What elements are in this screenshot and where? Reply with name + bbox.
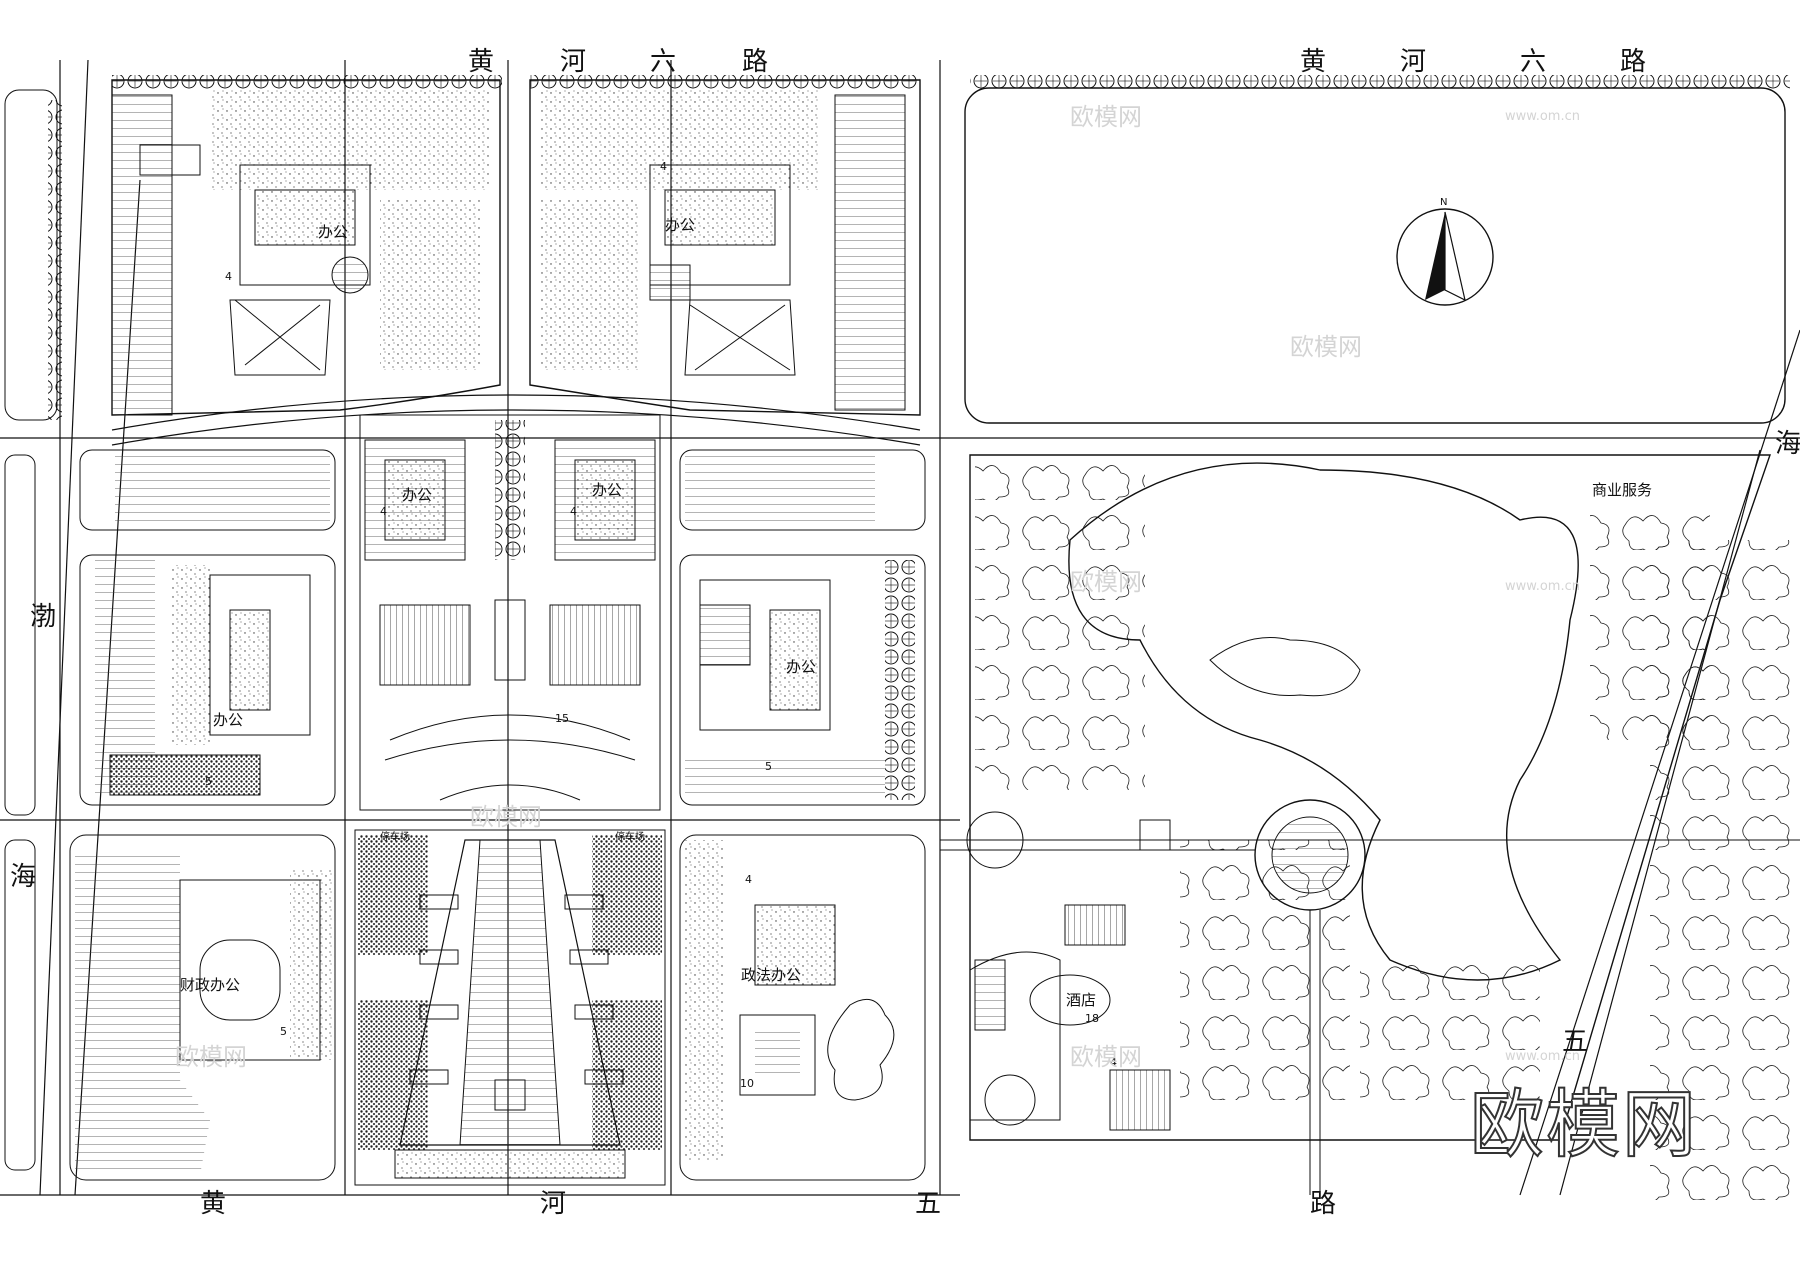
building-label: 办公 — [786, 658, 816, 676]
floors-label: 5 — [765, 760, 772, 773]
watermark-text: 欧模网 — [1070, 103, 1142, 131]
building-label: 商业服务 — [1592, 481, 1652, 499]
building-label: 政法办公 — [741, 966, 801, 984]
plaza-south — [354, 829, 666, 1186]
watermark-url: www.om.cn — [1505, 579, 1580, 594]
block-center-north — [359, 414, 661, 811]
block-southwest — [69, 834, 336, 1181]
road-label-n2: 河 — [560, 47, 586, 77]
plaza-label: 停车场 — [615, 830, 645, 843]
hotel-area — [969, 904, 1171, 1131]
building-label: 财政办公 — [180, 976, 240, 994]
road-label-s4: 路 — [1310, 1189, 1336, 1219]
road-label-w2: 海 — [10, 862, 36, 892]
road-label-s2: 河 — [540, 1189, 566, 1219]
watermark-url: www.om.cn — [1505, 109, 1580, 124]
floors-label: 4 — [660, 160, 667, 173]
road-label-w1: 渤 — [30, 602, 56, 632]
road-label-n4: 路 — [742, 47, 768, 77]
block-east-middle — [679, 449, 926, 806]
road-label-s3: 五 — [915, 1189, 941, 1219]
floors-label: 4 — [225, 270, 232, 283]
watermarks: 欧模网 www.om.cn 欧模网 欧模网 www.om.cn 欧模网 欧模网 … — [175, 103, 1580, 1071]
road-label-n6: 河 — [1400, 47, 1426, 77]
building-label: 酒店 — [1066, 991, 1096, 1009]
watermark-text: 欧模网 — [175, 1043, 247, 1071]
park — [940, 454, 1800, 1200]
north-arrow: N — [1396, 197, 1494, 306]
building-label: 办公 — [592, 481, 622, 499]
building-label: 办公 — [213, 711, 243, 729]
floors-label: 5 — [205, 775, 212, 788]
road-labels: 黄 河 六 路 黄 河 六 路 黄 河 五 路 渤 海 海 五 — [10, 47, 1800, 1219]
floors-label: 18 — [1085, 1012, 1099, 1025]
brand-logo: 欧模网 — [1469, 1081, 1698, 1169]
plaza-label: 15 — [555, 712, 569, 725]
watermark-text: 欧模网 — [1070, 1043, 1142, 1071]
watermark-text: 欧模网 — [470, 803, 542, 831]
block-northeast — [529, 75, 921, 416]
block-southeast — [679, 834, 926, 1181]
building-label: 办公 — [665, 216, 695, 234]
road-label-e2: 五 — [1562, 1027, 1588, 1057]
building-label: 办公 — [402, 486, 432, 504]
floors-label: 4 — [380, 505, 387, 518]
block-east-top — [964, 75, 1790, 424]
compass-label: N — [1440, 197, 1447, 208]
plaza-label: 4 — [1110, 1056, 1117, 1069]
watermark-text: 欧模网 — [1290, 333, 1362, 361]
road-label-n5: 黄 — [1300, 47, 1326, 77]
building-label: 办公 — [318, 223, 348, 241]
road-label-n1: 黄 — [468, 47, 494, 77]
road-label-n7: 六 — [1520, 47, 1546, 77]
watermark-text: 欧模网 — [1070, 568, 1142, 596]
road-label-n3: 六 — [650, 47, 676, 77]
floors-label: 5 — [280, 1025, 287, 1038]
plaza-labels: 停车场 停车场 15 10 4 — [380, 712, 1117, 1090]
watermark-url: www.om.cn — [1505, 1049, 1580, 1064]
road-label-s1: 黄 — [200, 1189, 226, 1219]
block-northwest — [111, 75, 502, 416]
road-label-n8: 路 — [1620, 47, 1646, 77]
plaza-label: 10 — [740, 1077, 754, 1090]
block-west-middle — [79, 449, 336, 806]
west-strips — [4, 89, 62, 1171]
building-labels: 办公 4 办公 4 办公 4 办公 4 办公 5 办公 5 财政办公 5 政法办… — [180, 160, 1652, 1038]
floors-label: 4 — [745, 873, 752, 886]
road-label-e1: 海 — [1775, 429, 1800, 459]
plaza-label: 停车场 — [380, 830, 410, 843]
floors-label: 4 — [570, 505, 577, 518]
